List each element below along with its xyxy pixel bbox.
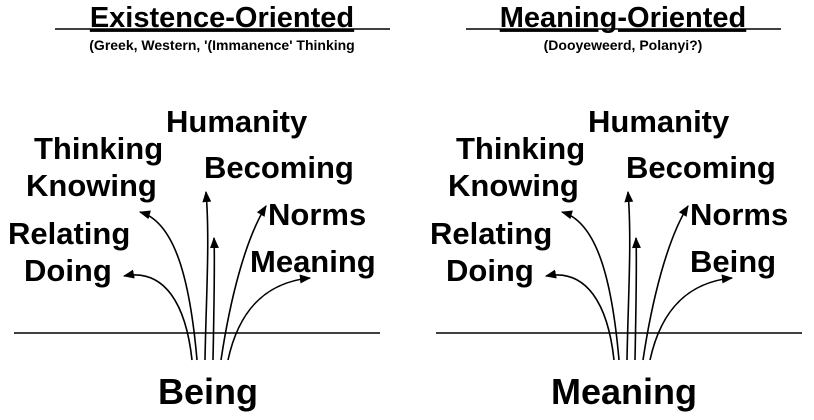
panel-subtitle: (Greek, Western, '(Immanence' Thinking	[89, 37, 354, 53]
label-becoming: Becoming	[204, 150, 354, 185]
label-humanity: Humanity	[588, 104, 730, 139]
label-doing: Doing	[24, 253, 112, 288]
panel-meaning-oriented: Meaning-Oriented (Dooyeweerd, Polanyi?) …	[430, 2, 802, 412]
label-thinking: Thinking	[34, 131, 163, 166]
arrow-to-doing	[122, 269, 193, 361]
root-label: Meaning	[551, 371, 697, 412]
label-knowing: Knowing	[26, 168, 157, 203]
label-norms: Norms	[268, 197, 366, 232]
root-label: Being	[158, 371, 258, 412]
arrow-to-doing	[544, 269, 615, 361]
label-humanity: Humanity	[166, 104, 308, 139]
panel-subtitle: (Dooyeweerd, Polanyi?)	[544, 37, 703, 53]
arrow-to-being	[649, 274, 734, 361]
label-norms: Norms	[690, 197, 788, 232]
label-doing: Doing	[446, 253, 534, 288]
arrow-to-meaning	[227, 274, 312, 361]
label-meaning: Meaning	[250, 244, 376, 279]
panel-existence-oriented: Existence-Oriented (Greek, Western, '(Im…	[8, 2, 390, 412]
label-relating: Relating	[8, 216, 130, 251]
arrow-to-norms	[642, 205, 689, 361]
label-knowing: Knowing	[448, 168, 579, 203]
arrow-to-becoming	[624, 190, 634, 361]
label-becoming: Becoming	[626, 150, 776, 185]
label-being: Being	[690, 244, 776, 279]
arrow-to-norms	[220, 205, 267, 361]
label-relating: Relating	[430, 216, 552, 251]
arrow-to-humanity	[631, 236, 641, 361]
arrow-to-becoming	[202, 190, 212, 361]
label-thinking: Thinking	[456, 131, 585, 166]
arrow-to-humanity	[209, 236, 219, 361]
